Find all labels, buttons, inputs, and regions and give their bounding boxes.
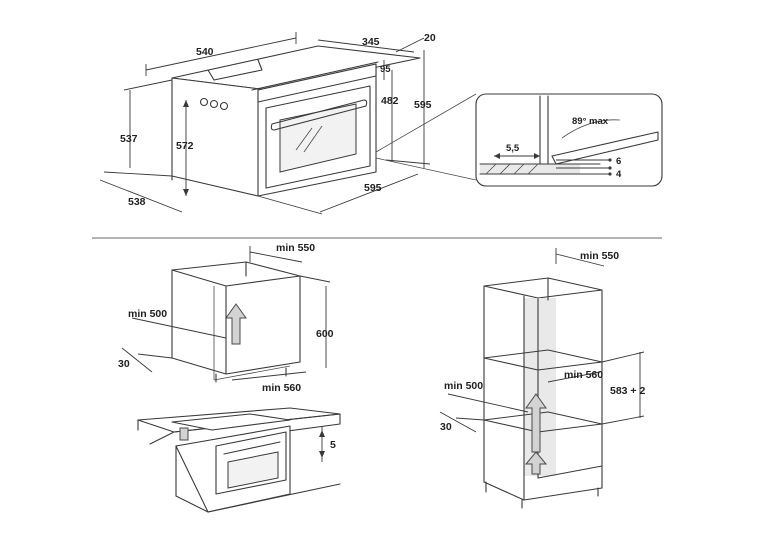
detail-door xyxy=(551,131,659,165)
detail-shelf xyxy=(480,164,580,174)
airflow-arrow-lower xyxy=(524,451,548,475)
dim-line-front-width xyxy=(319,173,419,213)
side-connector xyxy=(219,101,229,111)
dim-label-front-width: 595 xyxy=(364,182,382,194)
dim-label-height: 600 xyxy=(316,328,334,340)
angle-arc xyxy=(561,119,621,139)
dim-label-back-gap: 30 xyxy=(118,358,130,370)
dim-label-bottom-depth: 538 xyxy=(128,196,146,208)
dim-line-bottom-depth xyxy=(99,179,183,213)
dim-label-top-gap: 95 xyxy=(380,64,391,75)
airflow-arrow xyxy=(225,303,247,345)
dim-line-vent xyxy=(447,393,529,413)
dim-label-left-height: 537 xyxy=(120,133,138,145)
tall-unit-installation: min 550 583 + 2 min 560 min 500 30 xyxy=(439,248,645,509)
dim-label-depth: min 550 xyxy=(276,242,315,254)
plug xyxy=(179,427,189,441)
dim-label-width: min 560 xyxy=(262,382,301,394)
dim-line-depth xyxy=(317,39,415,53)
dim-line-width xyxy=(547,371,601,383)
detail-frame xyxy=(475,93,663,187)
oven-door-window xyxy=(279,103,357,173)
side-connector xyxy=(209,99,219,109)
oven-control-panel xyxy=(257,63,377,103)
dim-label-front-height: 482 xyxy=(381,95,399,107)
under-counter-installation: min 550 600 min 500 min 560 30 xyxy=(118,242,334,394)
tall-unit-base xyxy=(483,481,603,501)
dim-line-back-gap xyxy=(439,411,477,433)
glass-reflection xyxy=(303,125,323,153)
dim-line-depth xyxy=(555,253,605,267)
dim-label-width: min 560 xyxy=(564,369,603,381)
hob xyxy=(171,413,291,431)
dim-label-d1: 6 xyxy=(616,156,621,167)
dim-line-back-gap xyxy=(121,347,153,373)
dim-line-width xyxy=(145,37,297,71)
dim-label-offset: 20 xyxy=(424,32,436,44)
hob-installation: 5 xyxy=(137,407,341,513)
dim-label-angle: 89° max xyxy=(572,116,609,127)
oven-dimension-drawing: 540 345 20 95 482 595 537 572 538 5 xyxy=(99,32,477,215)
dim-label-depth-top: 345 xyxy=(362,36,380,48)
dim-label-back-gap: 30 xyxy=(440,421,452,433)
oven-window xyxy=(227,451,279,489)
dim-label-vent: min 500 xyxy=(128,308,167,320)
dim-label-width: 540 xyxy=(196,46,214,58)
oven-handle xyxy=(223,441,281,455)
tall-unit-top xyxy=(483,277,603,299)
dim-label-inner-height: 572 xyxy=(176,140,194,152)
glass-reflection xyxy=(295,127,313,151)
dim-label-gap: 5,5 xyxy=(506,143,520,154)
detail-leader xyxy=(375,157,477,181)
cabinet-top xyxy=(171,261,301,287)
oven-handle xyxy=(270,99,368,131)
dim-line-vent xyxy=(131,317,227,339)
dim-line-offset xyxy=(395,37,425,53)
dim-label-d2: 4 xyxy=(616,169,622,180)
dim-label-vent: min 500 xyxy=(444,380,483,392)
side-connector xyxy=(199,97,209,107)
floor-line xyxy=(207,483,341,513)
dim-label-total-height: 595 xyxy=(414,99,432,111)
dim-label-height: 583 + 2 xyxy=(610,385,645,397)
dim-label-depth: min 550 xyxy=(580,250,619,262)
oven-front-edge xyxy=(251,61,379,91)
dim-line-width xyxy=(231,371,307,381)
hinge-detail-inset: 5,5 6 4 89° max xyxy=(475,93,663,187)
detail-leader xyxy=(375,93,477,153)
oven-top-notch xyxy=(207,59,263,81)
dim-label-hob-gap: 5 xyxy=(330,439,336,451)
